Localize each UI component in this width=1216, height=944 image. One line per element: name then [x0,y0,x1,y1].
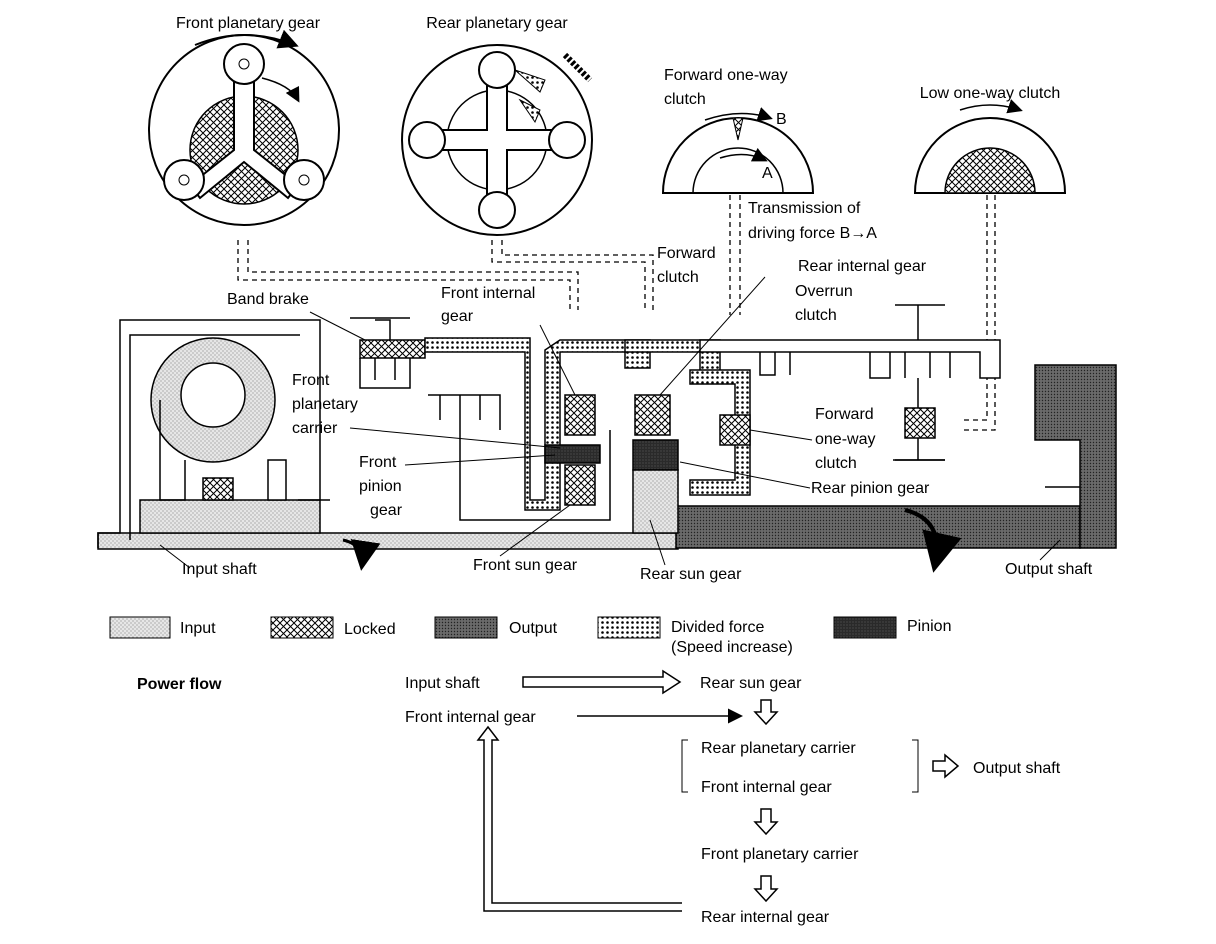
pf-front-planetary-carrier: Front planetary carrier [701,846,859,863]
rear-sun-gear-label: Rear sun gear [640,566,742,583]
pf-front-internal-gear: Front internal gear [405,709,536,726]
cross-section [97,304,1117,550]
pf-rear-planetary-carrier: Rear planetary carrier [701,740,856,757]
legend-locked-label: Locked [344,621,396,638]
transmission-label-1: Transmission of [748,200,861,217]
input-rotation-arrow [342,538,381,571]
legend-locked-swatch [270,616,334,639]
label-b: B [776,111,787,128]
pf-return-arrow [476,725,682,912]
pf-down-arrow-1 [753,699,779,726]
leader-lines [159,276,1061,569]
rear-pinion-gear-label: Rear pinion gear [811,480,930,497]
forward-one-way-clutch-sketch [661,107,815,194]
power-flow-title: Power flow [137,676,222,693]
front-internal-gear-label-1: Front internal [441,285,535,302]
legend-output-label: Output [509,620,558,637]
front-internal-gear-label-2: gear [441,308,474,325]
front-sun-gear-label: Front sun gear [473,557,578,574]
legend-pinion-swatch [833,616,897,639]
rear-planetary-gear-sketch [401,44,593,236]
forward-clutch-label-1: Forward [657,245,716,262]
front-pinion-gear-label-1: Front [359,454,397,471]
output-rotation-arrow [904,508,962,573]
front-pinion-gear-label-2: pinion [359,478,402,495]
pf-right-arrow-2 [932,753,960,779]
label-a: A [762,165,773,182]
front-planetary-carrier-label-2: planetary [292,396,358,413]
low-one-way-clutch-sketch [913,99,1067,194]
low-one-way-clutch-label: Low one-way clutch [920,85,1061,102]
legend-divided-label-1: Divided force [671,619,764,636]
front-pinion-gear-label-3: gear [370,502,403,519]
overrun-clutch-label-2: clutch [795,307,837,324]
legend: Input Locked Output Divided force (Speed… [109,616,951,656]
legend-divided-swatch [597,616,661,639]
power-flow: Power flow Input shaft Rear sun gear Fro… [137,669,1061,926]
pf-front-internal-gear-2: Front internal gear [701,779,832,796]
rear-planetary-gear-label: Rear planetary gear [426,15,568,32]
front-planetary-gear-sketch [148,29,340,226]
rear-internal-gear-label: Rear internal gear [798,258,927,275]
forward-one-way-clutch-callout-2: one-way [815,431,875,448]
legend-pinion-label: Pinion [907,618,951,635]
pf-rear-internal-gear: Rear internal gear [701,909,830,926]
overrun-clutch-label-1: Overrun [795,283,853,300]
band-brake-label: Band brake [227,291,309,308]
legend-divided-label-2: (Speed increase) [671,639,793,656]
forward-clutch-label-2: clutch [657,269,699,286]
pf-rear-sun-gear: Rear sun gear [700,675,802,692]
legend-output-swatch [434,616,498,639]
pf-down-arrow-3 [753,875,779,903]
front-planetary-gear-label: Front planetary gear [176,15,321,32]
front-planetary-carrier-label-1: Front [292,372,330,389]
pf-down-arrow-2 [753,808,779,836]
output-shaft-label: Output shaft [1005,561,1093,578]
input-shaft-label: Input shaft [182,561,257,578]
pf-output-shaft: Output shaft [973,760,1061,777]
forward-one-way-clutch-label-2: clutch [664,91,706,108]
legend-input-label: Input [180,620,216,637]
legend-input-swatch [109,616,171,639]
transmission-label-2: driving force B→A [748,225,877,242]
pf-hollow-arrow-right [522,669,682,695]
forward-one-way-clutch-callout-3: clutch [815,455,857,472]
dashed-connectors [237,195,996,431]
front-planetary-carrier-label-3: carrier [292,420,338,437]
forward-one-way-clutch-callout-1: Forward [815,406,874,423]
forward-one-way-clutch-label-1: Forward one-way [664,67,788,84]
pf-input-shaft: Input shaft [405,675,480,692]
